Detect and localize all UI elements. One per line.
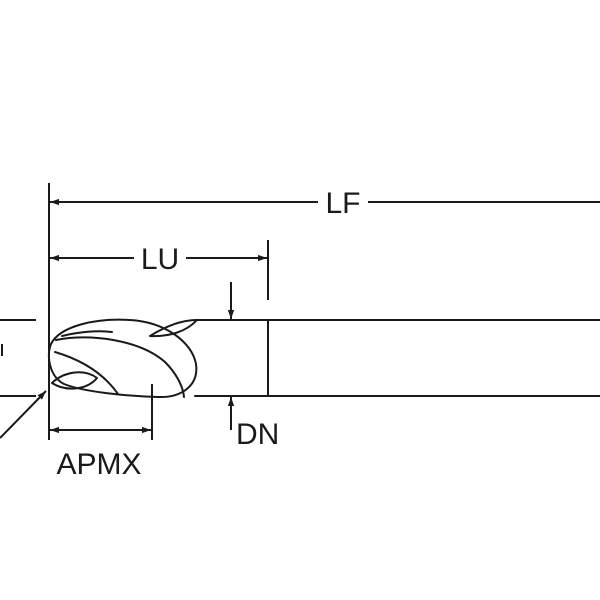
cutting-head-outline (47, 318, 198, 399)
lu-label: LU (141, 243, 179, 276)
dn-label: DN (236, 418, 279, 451)
flute-edge-3 (61, 330, 113, 337)
apmx-label: APMX (56, 448, 141, 481)
flute-tip-lobe (51, 371, 98, 390)
flute-tail (149, 319, 198, 338)
left-edge-stubs (0, 319, 36, 397)
corner-leader-arrow (0, 390, 47, 439)
flute-edge-1 (55, 336, 185, 398)
flute-edge-2 (54, 351, 119, 395)
tool-outline (47, 318, 600, 399)
extension-lines (48, 183, 269, 440)
lf-label: LF (325, 187, 360, 220)
